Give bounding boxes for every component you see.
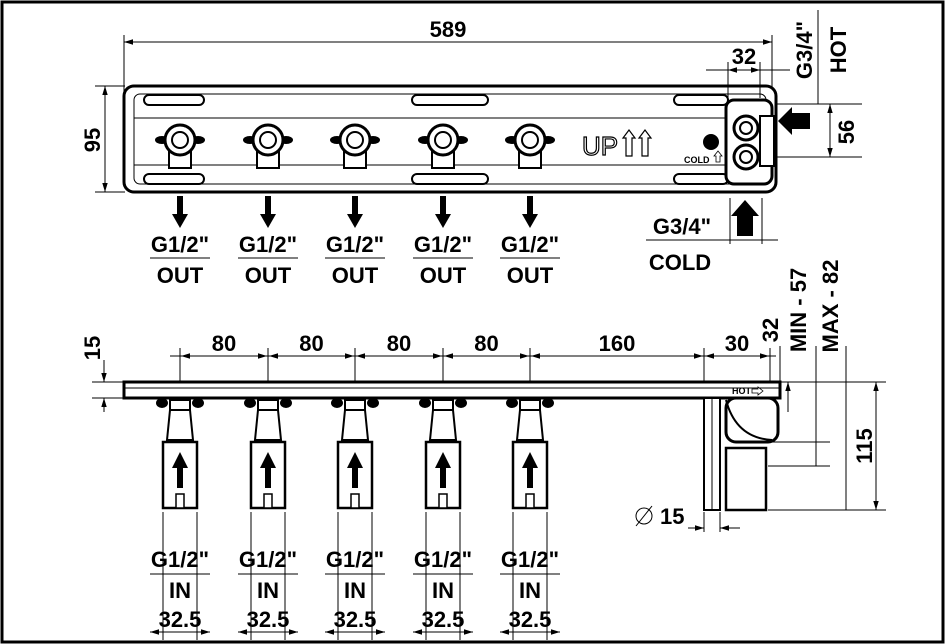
- cold-label: COLD: [649, 250, 711, 275]
- outlet-thread: G1/2": [501, 232, 559, 257]
- hot-inlet-arrow-icon: [778, 107, 810, 135]
- inlet-thread: G1/2": [326, 547, 384, 572]
- inlet-width: 32.5: [422, 607, 465, 632]
- dim-589: 589: [430, 17, 467, 42]
- side-plate: [122, 380, 782, 400]
- hot-marker: HOT: [732, 386, 752, 396]
- side-inlet: G1/2" IN 32.5: [238, 398, 298, 640]
- inlet-thread: G1/2": [239, 547, 297, 572]
- inlet-width: 32.5: [334, 607, 377, 632]
- brand-arrows-icon: [621, 129, 653, 157]
- inlet-label: IN: [344, 578, 366, 603]
- hot-marker-arrow-icon: [751, 386, 764, 396]
- dim-spacing: 80: [387, 331, 411, 356]
- dim-min-57: MIN - 57: [786, 268, 811, 352]
- inlet-arrow-icon: [435, 452, 451, 488]
- cold-thread: G3/4": [653, 214, 711, 239]
- dim-spacing: 80: [474, 331, 498, 356]
- outlet-label: OUT: [507, 263, 554, 288]
- top-outlet: G1/2" OUT: [413, 123, 473, 288]
- inlet-thread: G1/2": [414, 547, 472, 572]
- inlet-width: 32.5: [509, 607, 552, 632]
- hot-thread: G3/4": [792, 21, 817, 79]
- side-view: 15 HOT 80 80 80 80 160 30 G1/2" IN 32.5 G1/2" IN 3…: [80, 260, 886, 640]
- top-outlet: G1/2" OUT: [238, 123, 298, 288]
- outlet-arrow-icon: [172, 196, 188, 228]
- inlet-label: IN: [519, 578, 541, 603]
- cold-inlet-arrow-icon: [731, 200, 759, 236]
- dim-15-plate: 15: [80, 336, 105, 360]
- top-outlet: G1/2" OUT: [500, 123, 560, 288]
- inlet-arrow-icon: [522, 452, 538, 488]
- dim-spacing: 80: [299, 331, 323, 356]
- outlet-label: OUT: [420, 263, 467, 288]
- inlet-width: 32.5: [247, 607, 290, 632]
- dim-spacing: 160: [599, 331, 636, 356]
- dim-diameter-15: 15: [660, 504, 684, 529]
- mounting-slots: [143, 94, 729, 185]
- valve-body: [703, 396, 780, 512]
- spacing-dims: 80 80 80 80 160 30: [170, 331, 776, 382]
- dim-95: 95: [80, 128, 105, 152]
- outlet-thread: G1/2": [326, 232, 384, 257]
- top-view: 589 95 G1/2"OUTG1/2"OUTG1/2"OUTG1/2"OUTG…: [80, 10, 862, 288]
- outlet-label: OUT: [332, 263, 379, 288]
- inlet-arrow-icon: [260, 452, 276, 488]
- outlet-arrow-icon: [522, 196, 538, 228]
- dim-max-82: MAX - 82: [818, 260, 843, 353]
- side-inlets: G1/2" IN 32.5 G1/2" IN 32.5 G1/2" IN 32.5 G1/2" IN…: [150, 398, 560, 640]
- top-outlet: G1/2" OUT: [150, 123, 210, 288]
- outlet-label: OUT: [245, 263, 292, 288]
- inlet-label: IN: [432, 578, 454, 603]
- top-outlets: G1/2" OUT G1/2" OUT G1/2" OUT G1/2" OUT G1/2" OUT: [150, 123, 560, 288]
- side-inlet: G1/2" IN 32.5: [325, 398, 385, 640]
- side-inlet: G1/2" IN 32.5: [500, 398, 560, 640]
- dim-32-side: 32: [758, 318, 783, 342]
- inlet-label: IN: [169, 578, 191, 603]
- dim-spacing: 80: [212, 331, 236, 356]
- inlet-arrow-icon: [172, 452, 188, 488]
- outlet-arrow-icon: [347, 196, 363, 228]
- outlet-label: OUT: [157, 263, 204, 288]
- cold-marker-arrow-icon: [713, 150, 723, 163]
- inlet-label: IN: [257, 578, 279, 603]
- diameter-icon: [635, 507, 653, 525]
- outlet-thread: G1/2": [414, 232, 472, 257]
- dim-spacing: 30: [725, 331, 749, 356]
- inlet-arrow-icon: [347, 452, 363, 488]
- inlet-thread: G1/2": [151, 547, 209, 572]
- sensor-dot: [703, 134, 719, 150]
- dim-32-top: 32: [732, 44, 756, 69]
- cold-marker: COLD: [684, 155, 710, 165]
- outlet-arrow-icon: [260, 196, 276, 228]
- outlet-thread: G1/2": [239, 232, 297, 257]
- outlet-thread: G1/2": [151, 232, 209, 257]
- outlet-arrow-icon: [435, 196, 451, 228]
- side-inlet: G1/2" IN 32.5: [150, 398, 210, 640]
- side-inlet: G1/2" IN 32.5: [413, 398, 473, 640]
- inlet-width: 32.5: [159, 607, 202, 632]
- top-outlet: G1/2" OUT: [325, 123, 385, 288]
- inlet-thread: G1/2": [501, 547, 559, 572]
- hot-label: HOT: [826, 26, 851, 73]
- brand-logo: UP: [582, 131, 618, 161]
- dim-115: 115: [852, 428, 877, 464]
- dim-56: 56: [834, 120, 859, 144]
